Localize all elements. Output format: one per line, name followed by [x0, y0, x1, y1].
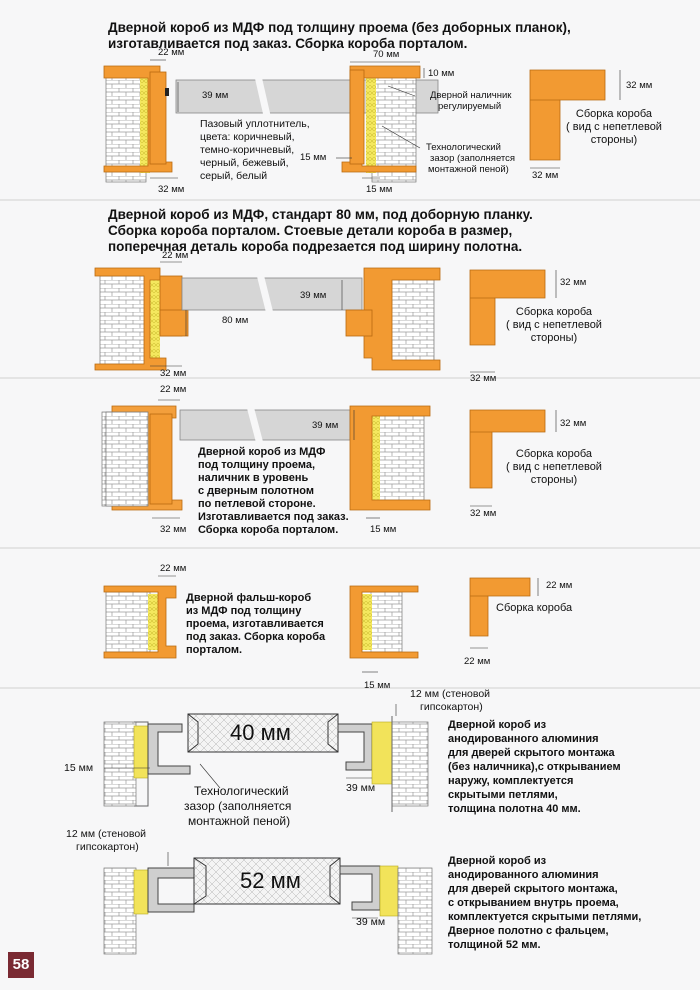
- seal-line3: темно-коричневый,: [200, 144, 295, 156]
- section1-dim-15-bottom: 15 мм: [366, 184, 393, 195]
- seal-line4: черный, бежевый,: [200, 157, 289, 169]
- casing-line1: Дверной наличник: [430, 90, 512, 101]
- section4-dim-22: 22 мм: [160, 563, 187, 574]
- section5-dim12-line2: гипсокартон): [420, 701, 483, 713]
- section6-drawing: [103, 852, 433, 955]
- section1-corner-caption: Сборка короба ( вид с непетлевой стороны…: [566, 108, 662, 146]
- section5-dim-39: 39 мм: [346, 782, 376, 794]
- section1-dim-39: 39 мм: [202, 90, 229, 101]
- section1-title-line2: изготавливается под заказ. Сборка короба…: [108, 36, 468, 51]
- section1-corner-dim-top: 32 мм: [626, 80, 653, 91]
- section3-corner-dim-top: 32 мм: [560, 418, 587, 429]
- section2-corner-dim-top: 32 мм: [560, 277, 587, 288]
- section4-corner-dim-bottom: 22 мм: [464, 656, 491, 667]
- section-dividers: [0, 199, 700, 689]
- gap1-line1: Технологический: [426, 142, 501, 153]
- section2-title-line2: Сборка короба порталом. Стоевые детали к…: [108, 223, 513, 238]
- section3-dim-15: 15 мм: [370, 524, 397, 535]
- section2-dim-80: 80 мм: [222, 315, 249, 326]
- section4-description: Дверной фальш-короб из МДФ под толщину п…: [186, 592, 326, 656]
- seal-line1: Пазовый уплотнитель,: [200, 118, 310, 130]
- section3-dim-39: 39 мм: [312, 420, 339, 431]
- section1-dim-10: 10 мм: [428, 68, 455, 79]
- section3-description: Дверной короб из МДФ под толщину проема,…: [198, 446, 349, 536]
- casing-line2: регулируемый: [438, 101, 502, 112]
- section1-dim-32-bottom: 32 мм: [158, 184, 185, 195]
- section1-drawing: [103, 59, 621, 183]
- seal-line5: серый, белый: [200, 170, 268, 182]
- section5-dim12-line1: 12 мм (стеновой: [410, 688, 491, 700]
- section3-corner-dim-bottom: 32 мм: [470, 508, 497, 519]
- section6-panel-label: 52 мм: [240, 868, 301, 893]
- section1-title-line1: Дверной короб из МДФ под толщину проема …: [108, 20, 571, 35]
- section2-corner-dim-bottom: 32 мм: [470, 373, 497, 384]
- section3-dim-22: 22 мм: [160, 384, 187, 395]
- section2-title-line3: поперечная деталь короба подрезается под…: [108, 239, 523, 254]
- section5-gap-line2: зазор (заполняется: [184, 799, 292, 813]
- section2-drawing: [94, 261, 557, 373]
- section6-dim12-line2: гипсокартон): [76, 841, 139, 853]
- section2-dim-39: 39 мм: [300, 290, 327, 301]
- section1-corner-dim-bottom: 32 мм: [532, 170, 559, 181]
- section1-dim-22: 22 мм: [158, 47, 185, 58]
- section2-title-line1: Дверной короб из МДФ, стандарт 80 мм, по…: [108, 207, 533, 222]
- section2-dim-22: 22 мм: [162, 250, 189, 261]
- section1-dim-70: 70 мм: [373, 49, 400, 60]
- section5-description: Дверной короб из анодированного алюминия…: [448, 719, 621, 815]
- section6-dim12-line1: 12 мм (стеновой: [66, 828, 147, 840]
- section4-corner-dim-top: 22 мм: [546, 580, 573, 591]
- section5-drawing: [103, 704, 429, 812]
- section4-corner-caption: Сборка короба: [496, 602, 573, 614]
- section5-gap-line3: монтажной пеной): [188, 814, 291, 828]
- section4-drawing: [103, 575, 539, 673]
- section1-dim-15: 15 мм: [300, 152, 327, 163]
- section4-dim-15: 15 мм: [364, 680, 391, 691]
- section6-dim-39: 39 мм: [356, 916, 386, 928]
- section2-dim-32: 32 мм: [160, 368, 187, 379]
- section3-corner-caption: Сборка короба ( вид с непетлевой стороны…: [506, 448, 602, 486]
- page-number: 58: [8, 952, 34, 978]
- seal-line2: цвета: коричневый,: [200, 131, 295, 143]
- gap1-line3: монтажной пеной): [428, 164, 509, 175]
- section6-description: Дверной короб из анодированного алюминия…: [448, 855, 642, 951]
- section3-drawing: [101, 399, 557, 519]
- gap1-line2: зазор (заполняется: [430, 153, 516, 164]
- section5-gap-line1: Технологический: [194, 784, 289, 798]
- section5-dim-15: 15 мм: [64, 762, 94, 774]
- section5-panel-label: 40 мм: [230, 720, 291, 745]
- section3-dim-32: 32 мм: [160, 524, 187, 535]
- section2-corner-caption: Сборка короба ( вид с непетлевой стороны…: [506, 306, 602, 344]
